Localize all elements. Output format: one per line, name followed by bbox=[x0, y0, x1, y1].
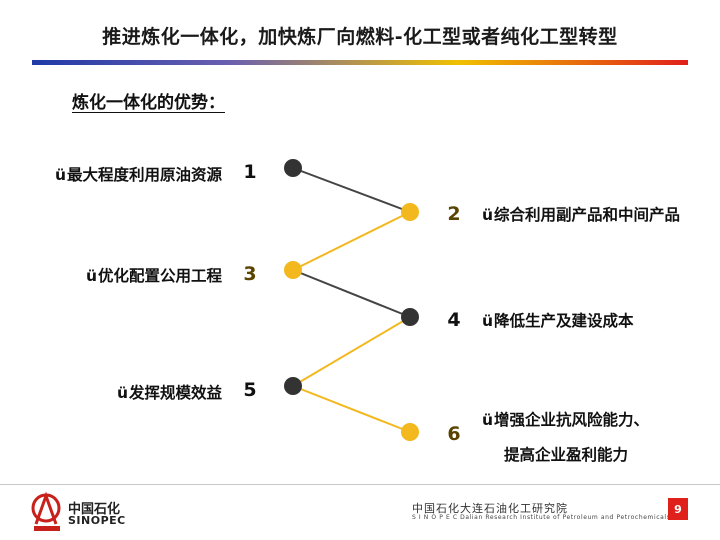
advantage-1: ü最大程度利用原油资源 bbox=[55, 163, 222, 185]
node-1-number: 1 bbox=[228, 152, 272, 192]
node-5-dot bbox=[284, 377, 302, 395]
advantage-3-label: 优化配置公用工程 bbox=[97, 267, 222, 285]
advantage-6-label-line1: 增强企业抗风险能力、 bbox=[494, 411, 650, 429]
node-6-dot bbox=[401, 423, 419, 441]
node-2-dot bbox=[401, 203, 419, 221]
connector-4-5 bbox=[292, 316, 411, 387]
advantages-diagram bbox=[284, 159, 419, 441]
check-icon: ü bbox=[85, 267, 97, 285]
advantage-3: ü优化配置公用工程 bbox=[86, 264, 222, 286]
institute-name-cn: 中国石化大连石油化工研究院 bbox=[412, 502, 568, 515]
check-icon: ü bbox=[54, 166, 66, 184]
advantage-2: ü综合利用副产品和中间产品 bbox=[482, 203, 680, 225]
subtitle: 炼化一体化的优势： bbox=[72, 93, 225, 113]
node-1-dot bbox=[284, 159, 302, 177]
advantage-1-label: 最大程度利用原油资源 bbox=[66, 166, 222, 184]
connector-3-4 bbox=[292, 269, 411, 318]
institute-name-en: S I N O P E C Dalian Research Institute … bbox=[412, 514, 671, 521]
node-6-number: 6 bbox=[432, 414, 476, 454]
advantage-6: ü增强企业抗风险能力、 bbox=[482, 408, 649, 430]
node-4-number: 4 bbox=[432, 300, 476, 340]
advantage-6-line2: 提高企业盈利能力 bbox=[504, 443, 628, 465]
page-title: 推进炼化一体化，加快炼厂向燃料-化工型或者纯化工型转型 bbox=[102, 26, 618, 48]
check-icon: ü bbox=[116, 384, 128, 402]
advantage-4-label: 降低生产及建设成本 bbox=[494, 312, 634, 330]
advantage-5-label: 发挥规模效益 bbox=[128, 384, 222, 402]
advantage-4: ü降低生产及建设成本 bbox=[482, 309, 634, 331]
advantage-5: ü发挥规模效益 bbox=[117, 381, 222, 403]
sinopec-logo-icon bbox=[31, 491, 61, 531]
node-2-number: 2 bbox=[432, 194, 476, 234]
node-4-dot bbox=[401, 308, 419, 326]
advantage-6-label-line2: 提高企业盈利能力 bbox=[504, 446, 629, 464]
node-5-number: 5 bbox=[228, 370, 272, 410]
connector-5-6 bbox=[292, 385, 411, 433]
title-gradient-bar bbox=[32, 60, 688, 65]
logo-text-cn: 中国石化 bbox=[68, 502, 121, 517]
node-3-number: 3 bbox=[228, 254, 272, 294]
node-3-dot bbox=[284, 261, 302, 279]
connector-2-3 bbox=[292, 211, 411, 271]
connector-1-2 bbox=[292, 167, 411, 213]
check-icon: ü bbox=[482, 312, 494, 330]
check-icon: ü bbox=[482, 206, 494, 224]
advantage-2-label: 综合利用副产品和中间产品 bbox=[494, 206, 681, 224]
page-number-badge: 9 bbox=[668, 498, 688, 520]
footer-divider bbox=[0, 484, 720, 485]
check-icon: ü bbox=[482, 411, 494, 429]
logo-text-en: SINOPEC bbox=[68, 514, 126, 527]
